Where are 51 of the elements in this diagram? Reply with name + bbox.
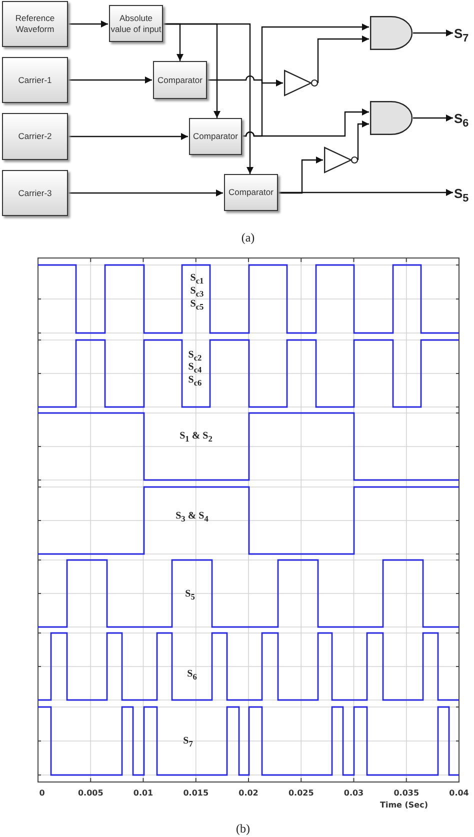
block-box: Carrier-1 [2,57,68,103]
arrow [68,190,223,196]
arrow [242,108,369,137]
arrow [68,20,108,28]
not-gate [324,147,358,173]
signal-name: S$_{3}$ & S$_{4}$ [176,510,208,524]
tick-label: 0.005 [78,788,104,798]
tick-label: 0.01 [133,788,154,798]
tick-label: 0 [39,788,45,798]
tick-label: 0.04 [449,788,469,798]
output-label: S$_{5}$ [454,186,474,202]
output-label: S$_{7}$ [454,26,474,42]
arrow [357,120,369,160]
block-box: Comparator [189,118,242,155]
tick-label: 0.035 [394,788,420,798]
output-label: S$_{6}$ [454,111,474,127]
and-gate [370,16,413,50]
arrow [278,156,323,194]
signal-name: S$_{c3}$ [190,286,204,298]
arrow [278,189,453,196]
signal-name: S$_{c5}$ [190,298,204,312]
signal-name: S$_{1}$ & S$_{2}$ [180,430,212,444]
arrow [207,75,283,86]
tick-label: 0.02 [238,788,258,798]
arrow [413,114,453,122]
not-gate [284,70,318,96]
arrow [163,23,254,174]
and-gate [370,101,413,135]
signal-name: S$_{c1}$ [190,272,204,286]
caption: (a) [241,230,255,246]
arrow [413,30,453,36]
signal-name: S$_{c2}$ [188,350,202,362]
signal-name: S$_{7}$ [183,736,193,748]
signal-name: S$_{c6}$ [188,374,202,388]
block-box: Reference Waveform [2,1,68,47]
axis-title: Time (Sec) [380,800,428,810]
arrow [68,76,152,84]
block-box: Carrier-2 [2,113,68,160]
tick-label: 0.03 [344,788,364,798]
signal-name: S$_{c4}$ [188,362,202,374]
tick-label: 0.025 [288,788,314,798]
arrow [317,36,369,83]
block-box: Absolute value of input [109,5,163,42]
caption: (b) [236,822,250,836]
block-box: Comparator [224,174,278,211]
block-box: Comparator [153,61,207,99]
arrow [68,133,188,140]
tick-label: 0.015 [183,788,209,798]
signal-name: S$_{5}$ [185,588,195,602]
block-box: Carrier-3 [2,170,68,216]
signal-name: S$_{6}$ [187,668,197,682]
